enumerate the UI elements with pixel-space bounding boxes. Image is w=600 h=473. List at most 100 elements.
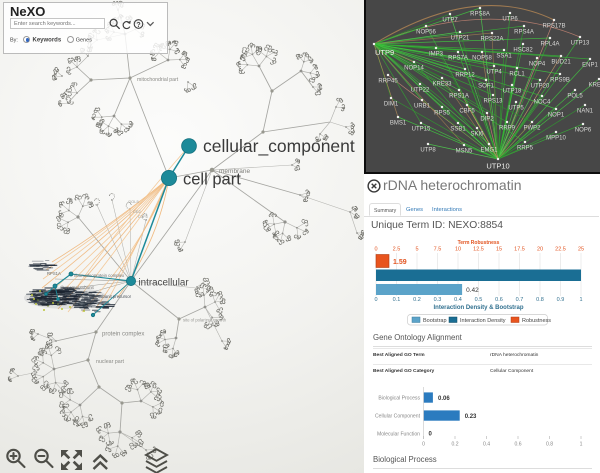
svg-text:CBF5: CBF5	[459, 109, 475, 115]
svg-text:0.1: 0.1	[393, 297, 401, 303]
svg-text:20: 20	[537, 247, 543, 253]
svg-text:RPS1A: RPS1A	[47, 271, 61, 276]
svg-text:cellular_component: cellular_component	[203, 136, 355, 157]
svg-text:SSB1: SSB1	[450, 127, 466, 133]
svg-text:RPS13: RPS13	[483, 99, 503, 105]
svg-text:mitochondrial part: mitochondrial part	[137, 77, 179, 83]
svg-text:22.5: 22.5	[555, 247, 566, 253]
svg-text:NOP14: NOP14	[404, 66, 424, 72]
svg-text:0.2: 0.2	[413, 297, 421, 303]
svg-text:RPS4A: RPS4A	[514, 30, 534, 36]
svg-text:EMG1: EMG1	[480, 148, 498, 154]
svg-text:SKI6: SKI6	[470, 132, 484, 138]
svg-text:UTP8: UTP8	[420, 148, 436, 154]
svg-text:RPS5: RPS5	[434, 111, 450, 117]
svg-text:ribosomal subunit: ribosomal subunit	[60, 285, 94, 290]
svg-text:RRP45: RRP45	[378, 79, 398, 85]
svg-text:0.4: 0.4	[454, 297, 462, 303]
svg-text:NAN1: NAN1	[577, 109, 594, 115]
svg-text:UTP18: UTP18	[503, 89, 522, 95]
svg-text:RPS9B: RPS9B	[550, 78, 570, 84]
svg-text:HSC82: HSC82	[513, 48, 533, 54]
svg-text:C3F5: C3F5	[138, 214, 149, 219]
svg-text:KRE: KRE	[589, 83, 600, 89]
svg-text:NOP1: NOP1	[548, 113, 565, 119]
svg-text:Bootstrap: Bootstrap	[423, 318, 447, 324]
svg-text:SSA1: SSA1	[496, 54, 512, 60]
svg-text:0.6: 0.6	[514, 442, 521, 448]
svg-text:URB1: URB1	[414, 104, 431, 110]
svg-text:RRP12: RRP12	[455, 73, 475, 79]
svg-text:RPS17B: RPS17B	[542, 24, 565, 30]
svg-text:0.8: 0.8	[536, 297, 544, 303]
svg-text:RPS1A: RPS1A	[449, 94, 469, 100]
svg-text:0.23: 0.23	[465, 414, 477, 420]
svg-text:7.5: 7.5	[434, 247, 442, 253]
svg-text:0: 0	[422, 442, 425, 448]
svg-text:UTP10: UTP10	[486, 162, 509, 171]
svg-text:UTP7: UTP7	[442, 18, 458, 24]
svg-text:Interaction Density: Interaction Density	[460, 318, 506, 324]
svg-text:NOP4: NOP4	[529, 62, 546, 68]
svg-text:NOP6: NOP6	[575, 128, 592, 134]
svg-text:KRE33: KRE33	[432, 82, 452, 88]
svg-text:RRP5: RRP5	[517, 146, 534, 152]
svg-text:0.2: 0.2	[451, 442, 458, 448]
svg-text:UTP20: UTP20	[531, 84, 550, 90]
svg-text:0: 0	[429, 432, 433, 438]
svg-text:0.7: 0.7	[516, 297, 524, 303]
svg-text:DIM1: DIM1	[384, 102, 399, 108]
svg-text:SOF1: SOF1	[478, 84, 494, 90]
svg-text:DIP2: DIP2	[480, 117, 494, 123]
svg-text:membrane: membrane	[219, 168, 250, 175]
svg-text:intracellular: intracellular	[139, 278, 190, 289]
svg-text:Robustness: Robustness	[522, 318, 551, 324]
svg-text:nuclear part: nuclear part	[96, 359, 124, 365]
svg-text:0.6: 0.6	[495, 297, 503, 303]
svg-text:Interaction Density & Bootstra: Interaction Density & Bootstrap	[433, 305, 523, 311]
svg-text:RPS8A: RPS8A	[470, 12, 490, 18]
svg-text:Biological Process: Biological Process	[378, 396, 420, 402]
svg-text:UTP15: UTP15	[412, 127, 431, 133]
svg-text:0.3: 0.3	[434, 297, 442, 303]
svg-text:2.5: 2.5	[393, 247, 401, 253]
svg-text:BMS1: BMS1	[390, 121, 407, 127]
svg-text:UTP9: UTP9	[375, 48, 394, 57]
svg-text:25: 25	[578, 247, 584, 253]
svg-text:0.06: 0.06	[438, 396, 450, 402]
svg-text:RCL1: RCL1	[509, 72, 525, 78]
svg-text:UTP22: UTP22	[411, 88, 430, 94]
svg-text:UTP21: UTP21	[451, 36, 470, 42]
svg-text:Cellular Component: Cellular Component	[375, 414, 421, 420]
svg-text:5: 5	[415, 247, 418, 253]
svg-text:site of polarized growth: site of polarized growth	[183, 318, 227, 323]
svg-text:cell part: cell part	[183, 171, 241, 189]
svg-text:GOL5: GOL5	[128, 199, 139, 204]
svg-text:17.5: 17.5	[514, 247, 525, 253]
svg-text:0.5: 0.5	[475, 297, 483, 303]
svg-text:IMP3: IMP3	[429, 52, 444, 58]
svg-text:0: 0	[374, 247, 377, 253]
svg-text:UTP4: UTP4	[486, 70, 502, 76]
svg-text:0.4: 0.4	[483, 442, 490, 448]
svg-text:UTP5: UTP5	[508, 106, 524, 112]
svg-text:RRP9: RRP9	[499, 126, 516, 132]
svg-text:1: 1	[579, 297, 582, 303]
svg-text:RPS22A: RPS22A	[480, 37, 503, 43]
svg-text:Molecular Function: Molecular Function	[377, 431, 420, 437]
svg-text:RPL4A: RPL4A	[540, 42, 559, 48]
svg-text:10: 10	[455, 247, 461, 253]
svg-text:ribosomal subunit precursor: ribosomal subunit precursor	[78, 294, 132, 299]
svg-text:?: ?	[136, 21, 140, 28]
svg-text:ENP1: ENP1	[582, 63, 598, 69]
svg-text:NOP56: NOP56	[416, 30, 436, 36]
svg-text:MPP10: MPP10	[546, 136, 566, 142]
svg-text:protein complex: protein complex	[102, 332, 144, 338]
svg-text:15: 15	[496, 247, 502, 253]
svg-text:MSN5: MSN5	[456, 149, 473, 155]
svg-text:12.5: 12.5	[473, 247, 484, 253]
svg-text:UTP6: UTP6	[502, 17, 518, 23]
svg-text:UTP13: UTP13	[571, 41, 590, 47]
svg-text:0.8: 0.8	[546, 442, 553, 448]
svg-text:BUD21: BUD21	[551, 60, 571, 66]
